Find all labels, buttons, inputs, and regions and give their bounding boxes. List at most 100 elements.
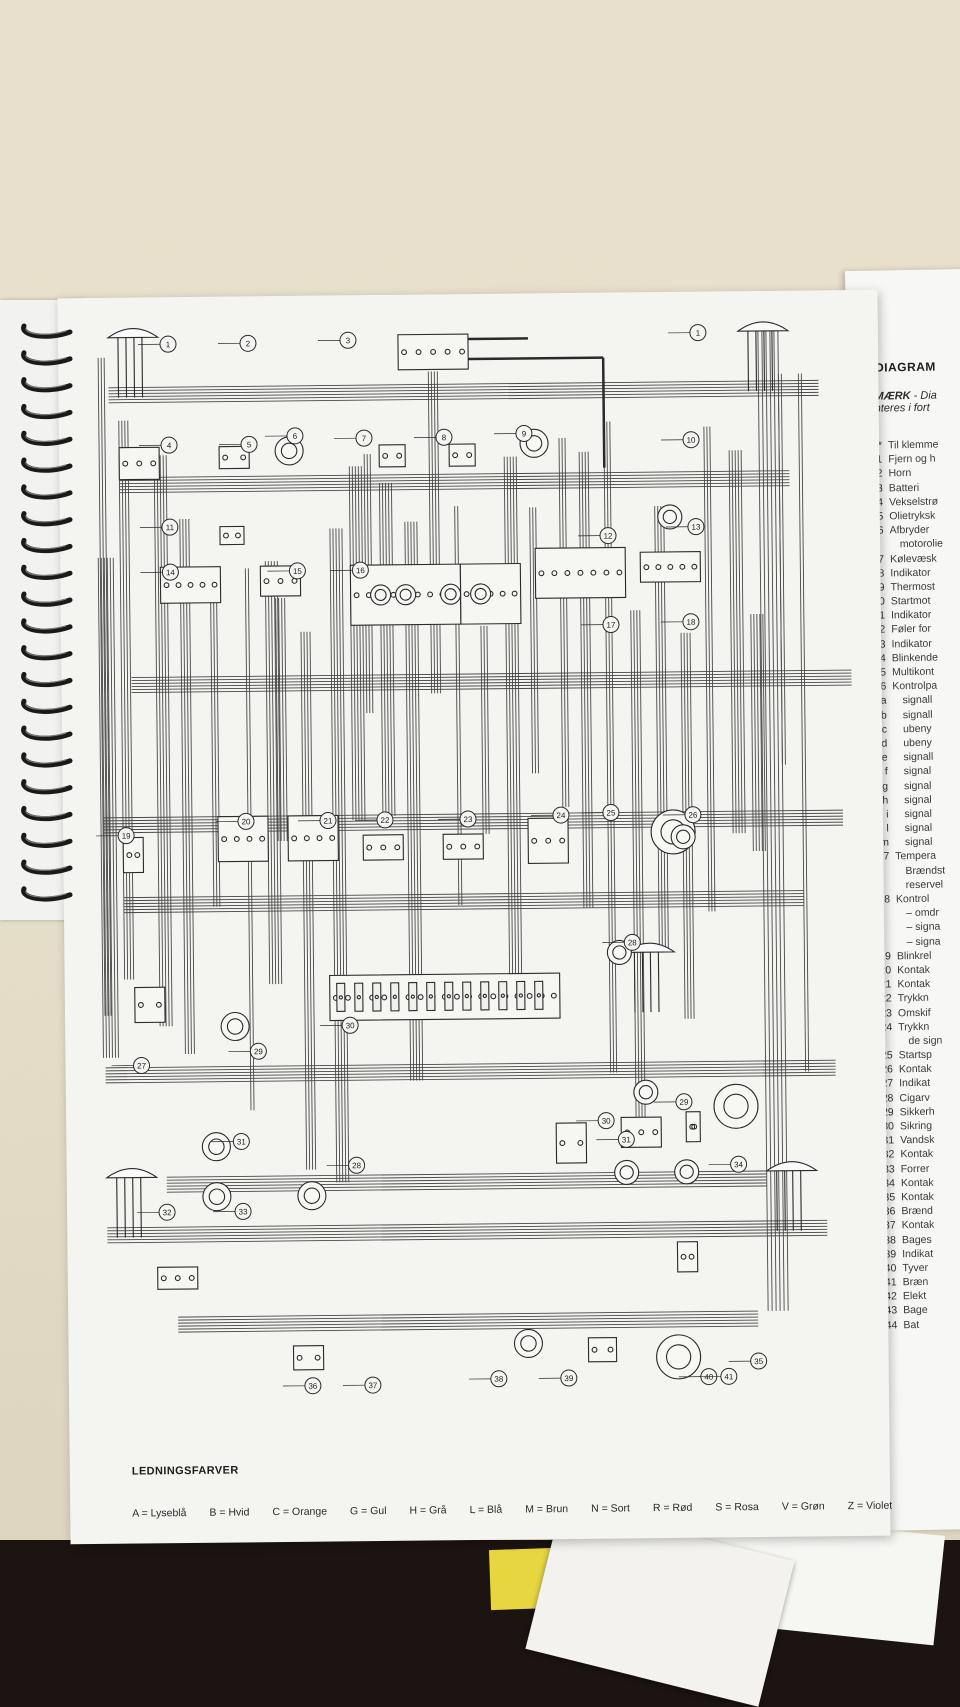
callout-number: 28 xyxy=(352,1161,362,1170)
list-item-text: Vandsk xyxy=(900,1133,935,1147)
wire xyxy=(178,1325,759,1333)
terminal-pin xyxy=(246,835,253,842)
wire xyxy=(284,597,288,841)
round-component xyxy=(657,504,683,530)
wire xyxy=(509,456,517,982)
terminal-pin xyxy=(240,454,247,461)
terminal-pin xyxy=(655,564,662,571)
component-callout: 32 xyxy=(137,1203,176,1221)
wire xyxy=(765,330,777,1311)
callout-number: 18 xyxy=(686,618,696,627)
callout-number: 1 xyxy=(166,340,171,349)
round-component-inner xyxy=(280,442,298,460)
wire xyxy=(387,482,393,816)
fuse xyxy=(516,980,526,1011)
list-item-text: Bage xyxy=(903,1304,928,1317)
component-callout: 29 xyxy=(653,1093,693,1111)
wire xyxy=(108,382,819,392)
round-component-inner xyxy=(399,588,412,601)
fuse-terminal xyxy=(464,993,469,999)
list-item-text: Brænd xyxy=(901,1204,934,1218)
component-callout: 1 xyxy=(137,335,177,353)
component-callout: 8 xyxy=(413,428,453,446)
wire xyxy=(185,518,192,1054)
list-item-text: signall xyxy=(903,750,934,764)
round-component xyxy=(370,584,392,606)
callout-number: 35 xyxy=(754,1357,764,1366)
spiral-ring xyxy=(21,323,73,339)
terminal-pin xyxy=(538,570,545,577)
wire xyxy=(357,466,363,821)
wire xyxy=(103,357,112,1016)
terminal-pin xyxy=(688,1253,695,1260)
terminal-pin xyxy=(174,1275,181,1282)
round-component xyxy=(513,1328,544,1359)
component-callout: 20 xyxy=(215,812,255,830)
wire xyxy=(276,561,283,985)
fuse-terminal xyxy=(410,994,415,999)
terminal-pin xyxy=(314,1354,321,1361)
callout-circle xyxy=(750,1352,768,1370)
lamp-wire xyxy=(117,337,120,398)
terminal-pin xyxy=(691,1123,698,1130)
wire xyxy=(606,421,615,1073)
wire xyxy=(107,1225,828,1235)
callout-number: 2 xyxy=(246,339,251,348)
wire xyxy=(178,1316,759,1324)
terminal-pin xyxy=(453,993,460,1000)
round-component-inner xyxy=(208,1138,225,1155)
component-callout: 19 xyxy=(96,827,135,845)
terminal-pin xyxy=(551,570,558,577)
color-code: G xyxy=(349,1505,359,1518)
spiral-ring-highlight xyxy=(25,381,67,389)
fuse-terminal xyxy=(392,994,397,999)
wire xyxy=(119,479,790,488)
callout-circle xyxy=(117,827,135,845)
component-callout: 30 xyxy=(320,1016,359,1034)
color-name: Violet xyxy=(866,1499,893,1512)
terminal-pin xyxy=(187,582,194,588)
terminal-pin xyxy=(263,578,270,585)
wire xyxy=(127,420,135,980)
terminal-pin xyxy=(223,532,229,539)
wire xyxy=(166,1173,767,1181)
wire xyxy=(178,1310,759,1318)
color-legend-title: LEDNINGSFARVER xyxy=(131,1464,239,1478)
wire xyxy=(123,902,804,911)
color-name: Grå xyxy=(429,1504,447,1517)
callout-circle xyxy=(599,527,617,545)
terminal-pin xyxy=(643,564,650,571)
terminal-pin xyxy=(545,837,552,844)
spiral-ring-highlight xyxy=(25,354,67,362)
round-component xyxy=(202,1182,232,1212)
callout-circle xyxy=(602,804,620,822)
callout-number: 3 xyxy=(346,336,351,345)
color-legend-item: L = Blå xyxy=(470,1504,503,1516)
lamp-wire xyxy=(140,1177,142,1238)
lamp-wire xyxy=(141,337,144,398)
wire xyxy=(633,610,640,1121)
wire xyxy=(105,1068,836,1078)
wire xyxy=(162,455,170,1027)
lamp-wire xyxy=(763,330,766,391)
terminal-pin xyxy=(466,452,473,458)
terminal-pin xyxy=(316,835,323,842)
terminal-pin xyxy=(490,993,497,1000)
list-item-text: signal xyxy=(904,793,932,806)
spiral-ring-highlight xyxy=(25,488,67,496)
spiral-ring xyxy=(21,832,73,848)
wire xyxy=(112,557,119,1058)
spiral-ring xyxy=(21,805,73,822)
round-component-inner xyxy=(374,588,387,602)
list-item-text: Til klemme xyxy=(887,438,939,452)
wire xyxy=(123,890,804,899)
list-item-text: Fjern og h xyxy=(888,452,936,466)
round-component-inner xyxy=(474,587,487,600)
callout-circle xyxy=(133,1056,151,1074)
wire xyxy=(306,631,314,1170)
callout-number: 34 xyxy=(734,1160,744,1169)
component-callout: 26 xyxy=(662,806,702,824)
terminal-pin xyxy=(474,843,481,850)
terminal-pin xyxy=(150,460,157,467)
